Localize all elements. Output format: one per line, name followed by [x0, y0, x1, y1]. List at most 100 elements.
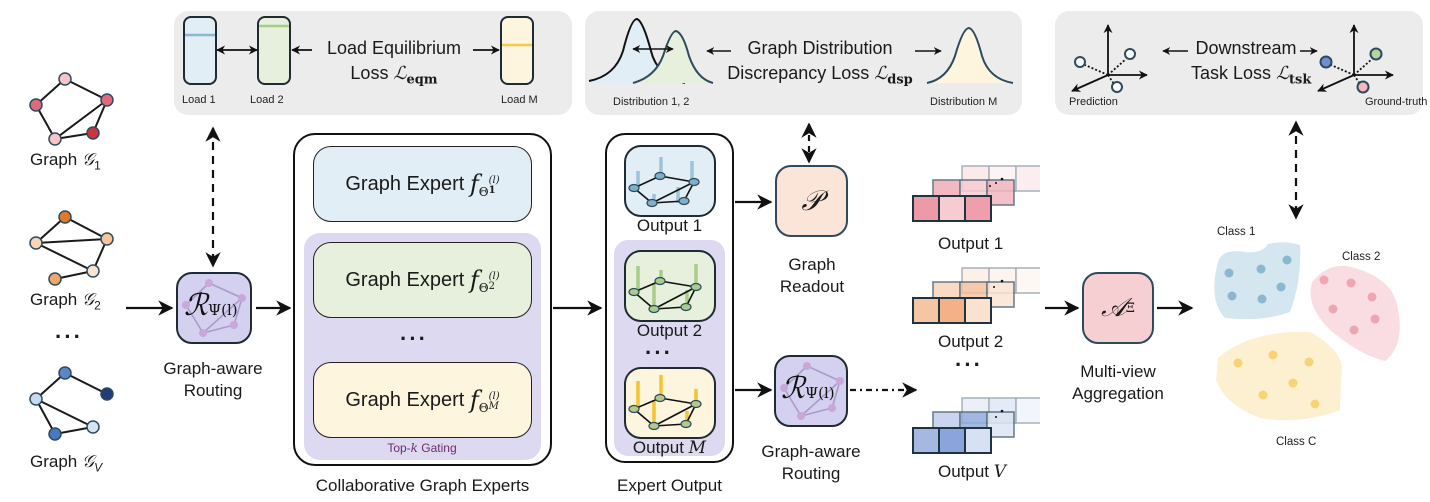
aggregation-symbol: 𝒜	[1101, 292, 1126, 323]
readout-caption: Graph Readout	[762, 254, 862, 298]
router-caption: Graph-aware Routing	[150, 358, 276, 402]
task-loss-subscript: tsk	[1289, 72, 1312, 88]
aggregation-subscript: Ξ	[1125, 300, 1135, 316]
graph-v-label: Graph 𝒢V	[30, 452, 102, 474]
router-graph-icon	[182, 279, 246, 337]
router-formula: ℛΨ(l)	[184, 288, 238, 323]
graph-expert-m-func: f	[469, 386, 479, 414]
load-1-label: Load 1	[182, 94, 216, 106]
graph-2-symbol: 𝒢	[81, 290, 95, 310]
task-loss-axes	[1071, 24, 1394, 94]
graph-expert-m-label: Graph Expert	[345, 388, 465, 411]
graph-ellipsis: ···	[55, 324, 83, 349]
readout-caption-line2: Readout	[779, 277, 845, 296]
experts-ellipsis: ···	[400, 326, 428, 351]
expert-output-m-card[interactable]	[624, 367, 716, 439]
view-output-v-text: Output	[938, 462, 990, 481]
router-2-graph-icon	[780, 362, 844, 420]
expert-output-ellipsis: ···	[645, 340, 673, 365]
router-caption-line1: Graph-aware	[163, 359, 263, 378]
gating-k: k	[410, 441, 418, 455]
aggregation-caption-line2: Aggregation	[1072, 384, 1164, 403]
router-2-formula: ℛΨ(l)	[781, 371, 835, 406]
cluster-class-1	[1214, 242, 1301, 320]
graph-1-text: Graph	[30, 150, 78, 169]
view-output-2-stack	[912, 267, 1040, 324]
load-bar-2	[257, 16, 291, 85]
collaborative-experts-container	[293, 133, 552, 466]
distribution-loss-symbol: ℒ	[874, 63, 888, 84]
task-loss-panel: Prediction Ground-truth Downstream Task …	[1055, 11, 1427, 115]
distribution-1-2-label: Distribution 1, 2	[613, 96, 690, 108]
load-loss-subscript: eqm	[406, 72, 438, 88]
readout-caption-line1: Graph	[788, 255, 836, 274]
ground-truth-label: Ground-truth	[1365, 96, 1428, 108]
load-bars	[183, 16, 534, 85]
router-caption-line2: Routing	[183, 381, 243, 400]
cluster-class-c	[1216, 331, 1342, 421]
graph-expert-1-func: f	[469, 170, 479, 198]
router-2-subscript: Ψ(l)	[804, 384, 835, 402]
expert-output-1-card[interactable]	[624, 145, 716, 217]
graph-expert-2-func: f	[469, 266, 479, 294]
expert-output-m-text: Output	[632, 438, 684, 457]
cluster-class-2	[1310, 265, 1400, 361]
load-loss-title: Load Equilibrium Loss ℒeqm	[314, 36, 474, 93]
view-output-v-label: Output V	[938, 462, 1006, 482]
view-output-ellipsis: ···	[955, 352, 983, 377]
distribution-loss-title: Graph Distribution Discrepancy Loss ℒdsp	[725, 36, 915, 93]
load-loss-title-line2: Loss	[350, 63, 389, 83]
expert-output-2-card[interactable]	[624, 250, 716, 322]
input-graph-v	[29, 366, 114, 441]
load-bar-m	[500, 16, 534, 85]
task-loss-title-line2: Task Loss	[1191, 63, 1272, 83]
collaborative-experts-caption: Collaborative Graph Experts	[315, 476, 530, 495]
expert-output-caption: Expert Output	[617, 476, 722, 495]
distribution-loss-subscript: dsp	[887, 72, 913, 88]
expert-output-2-label: Output 2	[636, 321, 703, 340]
router-2-caption-line1: Graph-aware	[761, 442, 861, 461]
class-clusters	[1214, 242, 1400, 421]
distribution-loss-title-line2: Discrepancy Loss	[727, 63, 870, 83]
graph-aware-router[interactable]: ℛΨ(l)	[176, 272, 252, 344]
graph-2-text: Graph	[30, 290, 78, 309]
distribution-loss-title-line1: Graph Distribution	[747, 38, 893, 58]
graph-expert-1-sub: 1	[488, 185, 496, 196]
load-2-label: Load 2	[250, 94, 284, 106]
gating-prefix: Top-	[387, 441, 411, 455]
aggregation-caption: Multi-view Aggregation	[1060, 361, 1176, 405]
graph-expert-2-sub: 2	[488, 281, 495, 292]
distribution-loss-panel: Distribution 1, 2 Distribution M Graph D…	[585, 11, 1022, 115]
distribution-curve-m	[927, 28, 1013, 83]
graph-aware-router-2[interactable]: ℛΨ(l)	[774, 355, 848, 427]
graph-expert-1-sup: (l)	[488, 175, 500, 186]
class-c-label: Class C	[1276, 436, 1317, 448]
expert-output-m-label: Output M	[605, 438, 734, 458]
task-loss-symbol: ℒ	[1276, 63, 1290, 84]
graph-expert-2-sup: (l)	[488, 271, 500, 282]
distribution-curve-2	[633, 31, 713, 83]
graph-expert-m-sup: (l)	[488, 391, 500, 402]
distribution-curves	[588, 17, 1014, 84]
expert-output-1-label: Output 1	[636, 216, 703, 235]
gating-suffix: Gating	[417, 441, 457, 455]
view-output-v-symbol: V	[993, 462, 1007, 482]
view-output-v-stack	[912, 397, 1040, 454]
router-2-caption-line2: Routing	[781, 464, 841, 483]
aggregation-caption-line1: Multi-view	[1080, 362, 1156, 381]
graph-v-text: Graph	[30, 452, 78, 471]
router-subscript: Ψ(l)	[207, 301, 238, 319]
router-symbol: ℛ	[184, 288, 208, 323]
view-output-2-label: Output 2	[938, 332, 1004, 351]
graph-readout-box[interactable]: 𝒫	[775, 165, 848, 237]
prediction-label: Prediction	[1069, 96, 1118, 108]
load-m-label: Load M	[501, 94, 538, 106]
graph-v-subscript: V	[94, 460, 103, 475]
router-2-symbol: ℛ	[781, 371, 805, 406]
load-equilibrium-panel: Load 1 Load 2 Load M Load Equilibrium Lo…	[174, 11, 572, 115]
